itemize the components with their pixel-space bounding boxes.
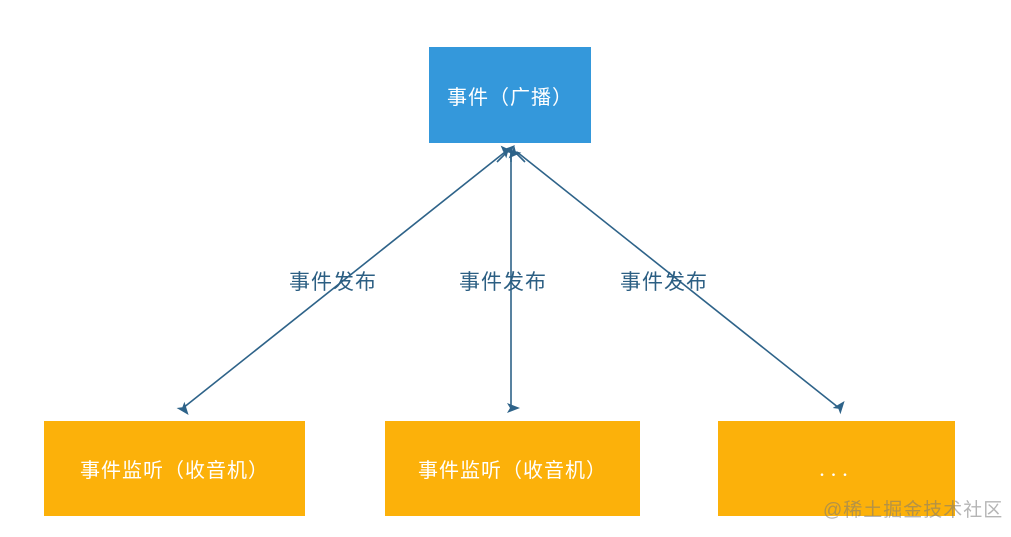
edge-label-publish-1: 事件发布 (289, 270, 377, 294)
edge-arrowhead-left-up (496, 145, 514, 163)
edge-arrowhead-right-up (508, 145, 526, 163)
node-event-listener-more-label: ... (819, 455, 854, 481)
node-event-listener-2[interactable]: 事件监听（收音机） (385, 421, 640, 516)
node-event-listener-1-label: 事件监听（收音机） (80, 460, 269, 482)
node-event-listener-2-label: 事件监听（收音机） (418, 460, 607, 482)
node-event-listener-1[interactable]: 事件监听（收音机） (44, 421, 305, 516)
node-event-broadcast[interactable]: 事件（广播） (429, 47, 591, 143)
node-event-broadcast-label: 事件（广播） (447, 86, 573, 109)
node-event-listener-more[interactable]: ... (718, 421, 955, 516)
watermark: @稀土掘金技术社区 (823, 500, 1004, 521)
edge-label-publish-3: 事件发布 (620, 270, 708, 294)
edge-label-publish-2: 事件发布 (459, 270, 547, 294)
